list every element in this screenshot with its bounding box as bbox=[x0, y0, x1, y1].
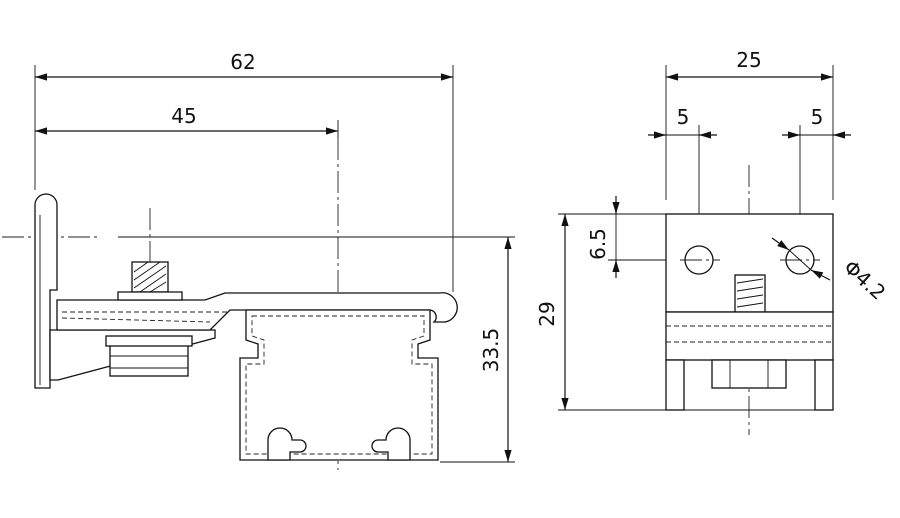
dimension-25: 25 bbox=[666, 48, 833, 81]
dim-33.5-label: 33.5 bbox=[479, 328, 503, 373]
side-arm bbox=[56, 292, 458, 331]
side-mounting-plate bbox=[34, 193, 58, 389]
dim-25-label: 25 bbox=[736, 48, 761, 72]
dimension-5-right: 5 bbox=[782, 105, 851, 139]
dimension-29: 29 bbox=[535, 214, 569, 410]
side-rail-channel bbox=[239, 309, 439, 461]
side-rail-slot-left bbox=[267, 427, 307, 461]
dimension-6.5: 6.5 bbox=[586, 196, 620, 278]
dimension-33.5: 33.5 bbox=[479, 237, 512, 462]
dim-29-label: 29 bbox=[535, 301, 559, 326]
front-flange-right bbox=[814, 359, 834, 411]
dimension-45: 45 bbox=[35, 104, 338, 135]
dim-5-left-label: 5 bbox=[677, 105, 690, 129]
dim-62-label: 62 bbox=[230, 50, 255, 74]
dim-45-label: 45 bbox=[171, 104, 196, 128]
dim-6.5-label: 6.5 bbox=[586, 228, 610, 260]
dim-5-right-label: 5 bbox=[811, 105, 824, 129]
side-rail-slot-right bbox=[371, 427, 411, 461]
front-bracket-body bbox=[665, 311, 834, 361]
front-flange-left bbox=[665, 359, 685, 411]
dimension-62: 62 bbox=[35, 50, 453, 81]
side-view: 62 45 33.5 bbox=[2, 50, 515, 470]
front-view: 25 5 5 6.5 29 bbox=[535, 48, 890, 435]
dim-hole-diameter-label: Φ4.2 bbox=[839, 255, 890, 305]
side-nut bbox=[109, 343, 189, 377]
dimension-5-left: 5 bbox=[648, 105, 717, 139]
front-nut bbox=[711, 359, 787, 389]
side-washer bbox=[117, 291, 183, 301]
